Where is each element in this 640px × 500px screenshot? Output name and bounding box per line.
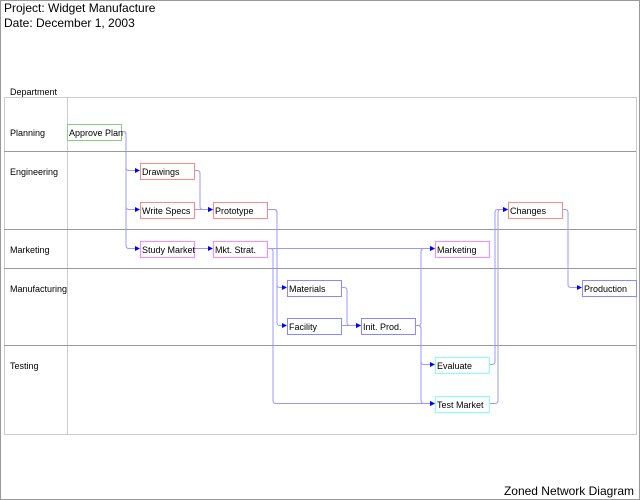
edge-strat-test bbox=[267, 248, 431, 404]
arrowhead-icon bbox=[503, 207, 508, 212]
edge-evaluate-changes bbox=[489, 209, 504, 365]
node-box bbox=[435, 396, 490, 413]
arrowhead-icon bbox=[135, 168, 140, 173]
arrowhead-icon bbox=[282, 323, 287, 328]
edge-init-test bbox=[415, 325, 431, 404]
node-label: Test Market bbox=[437, 400, 484, 410]
node-label: Write Specs bbox=[142, 206, 191, 216]
node-box bbox=[213, 202, 268, 219]
node-box bbox=[67, 124, 122, 141]
project-title: Project: Widget Manufacture bbox=[4, 1, 156, 15]
zone-header: Department bbox=[10, 87, 58, 97]
node-box bbox=[287, 318, 342, 335]
edge-test-changes bbox=[489, 209, 504, 404]
node-box bbox=[213, 241, 268, 258]
node-production[interactable]: Production bbox=[582, 280, 637, 297]
node-box bbox=[140, 202, 195, 219]
node-test[interactable]: Test Market bbox=[435, 396, 490, 413]
zone-label-engineering: Engineering bbox=[10, 167, 58, 177]
node-box bbox=[435, 241, 490, 258]
zone-frame bbox=[4, 97, 637, 435]
node-box bbox=[508, 202, 563, 219]
node-label: Materials bbox=[289, 284, 326, 294]
arrowhead-icon bbox=[356, 323, 361, 328]
node-materials[interactable]: Materials bbox=[287, 280, 342, 297]
node-label: Init. Prod. bbox=[363, 322, 402, 332]
node-label: Study Market bbox=[142, 245, 196, 255]
zone-label-manufacturing: Manufacturing bbox=[10, 284, 67, 294]
project-date: Date: December 1, 2003 bbox=[4, 16, 135, 30]
node-box bbox=[435, 357, 490, 374]
node-facility[interactable]: Facility bbox=[287, 318, 342, 335]
arrowhead-icon bbox=[430, 362, 435, 367]
zone-label-marketing: Marketing bbox=[10, 245, 50, 255]
zone-label-testing: Testing bbox=[10, 361, 39, 371]
node-drawings[interactable]: Drawings bbox=[140, 163, 195, 180]
arrowhead-icon bbox=[430, 246, 435, 251]
node-label: Prototype bbox=[215, 206, 254, 216]
arrowhead-icon bbox=[577, 285, 582, 290]
node-evaluate[interactable]: Evaluate bbox=[435, 357, 490, 374]
node-label: Approve Plan bbox=[69, 128, 123, 138]
node-changes[interactable]: Changes bbox=[508, 202, 563, 219]
zone-label-planning: Planning bbox=[10, 128, 45, 138]
diagram-caption: Zoned Network Diagram bbox=[503, 484, 634, 498]
arrowhead-icon bbox=[430, 401, 435, 406]
node-label: Marketing bbox=[437, 245, 477, 255]
node-specs[interactable]: Write Specs bbox=[140, 202, 195, 219]
node-marketing[interactable]: Marketing bbox=[435, 241, 490, 258]
node-label: Evaluate bbox=[437, 361, 472, 371]
node-study[interactable]: Study Market bbox=[140, 241, 196, 258]
arrowhead-icon bbox=[135, 207, 140, 212]
edge-drawings-proto bbox=[194, 170, 209, 210]
node-label: Mkt. Strat. bbox=[215, 245, 256, 255]
node-box bbox=[361, 318, 416, 335]
node-label: Production bbox=[584, 284, 627, 294]
node-label: Facility bbox=[289, 322, 318, 332]
node-approve[interactable]: Approve Plan bbox=[67, 124, 124, 141]
node-box bbox=[140, 163, 195, 180]
node-box bbox=[582, 280, 637, 297]
node-box bbox=[140, 241, 195, 258]
node-proto[interactable]: Prototype bbox=[213, 202, 268, 219]
edge-approve-study bbox=[121, 131, 136, 249]
node-box bbox=[287, 280, 342, 297]
edge-materials-init bbox=[341, 287, 357, 326]
edge-proto-facility bbox=[267, 209, 283, 326]
arrowhead-icon bbox=[208, 207, 213, 212]
node-strat[interactable]: Mkt. Strat. bbox=[213, 241, 268, 258]
arrowhead-icon bbox=[208, 246, 213, 251]
arrowhead-icon bbox=[135, 246, 140, 251]
node-label: Drawings bbox=[142, 167, 180, 177]
edge-init-marketing bbox=[415, 248, 431, 326]
edge-changes-production bbox=[562, 209, 578, 288]
node-init[interactable]: Init. Prod. bbox=[361, 318, 416, 335]
node-label: Changes bbox=[510, 206, 547, 216]
arrowhead-icon bbox=[282, 285, 287, 290]
